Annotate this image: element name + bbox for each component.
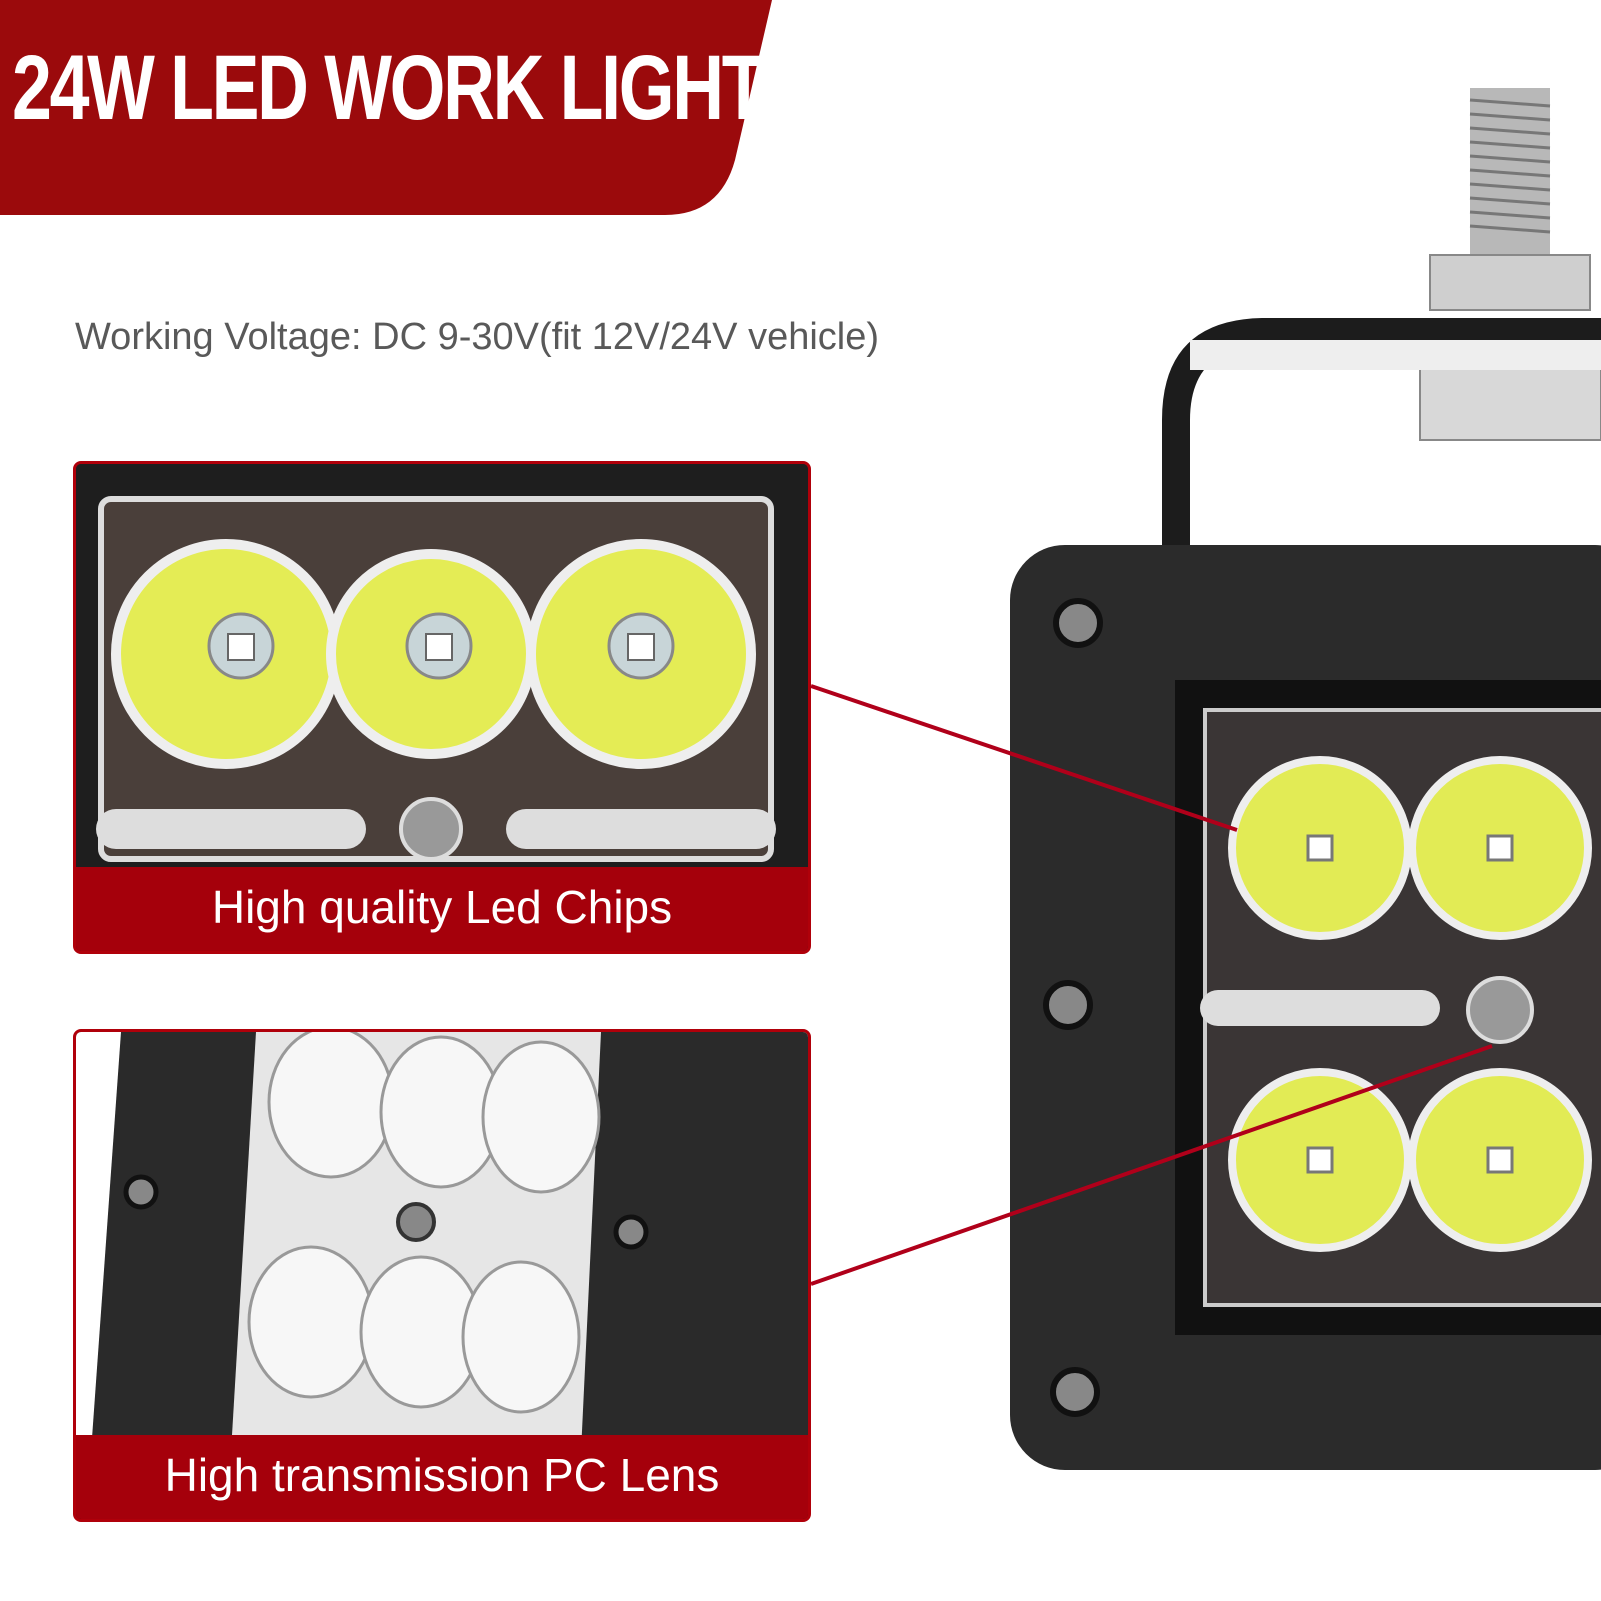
caption-pc-lens: High transmission PC Lens (76, 1435, 808, 1519)
banner-title: 24W LED WORK LIGHT (12, 37, 766, 139)
callout-led-chips: High quality Led Chips (73, 461, 811, 954)
mounting-bolt (1419, 88, 1601, 441)
led-chips-closeup (76, 464, 808, 884)
callout-line-lens (810, 1044, 1493, 1286)
led-reflectors (1200, 756, 1592, 1252)
working-voltage-spec: Working Voltage: DC 9-30V(fit 12V/24V ve… (75, 316, 880, 358)
callout-line-chips (810, 684, 1238, 832)
pc-lens-closeup (76, 1032, 808, 1452)
housing-screw (1043, 598, 1103, 1417)
callout-pc-lens: High transmission PC Lens (73, 1029, 811, 1522)
title-banner (0, 0, 772, 215)
caption-led-chips: High quality Led Chips (76, 867, 808, 951)
